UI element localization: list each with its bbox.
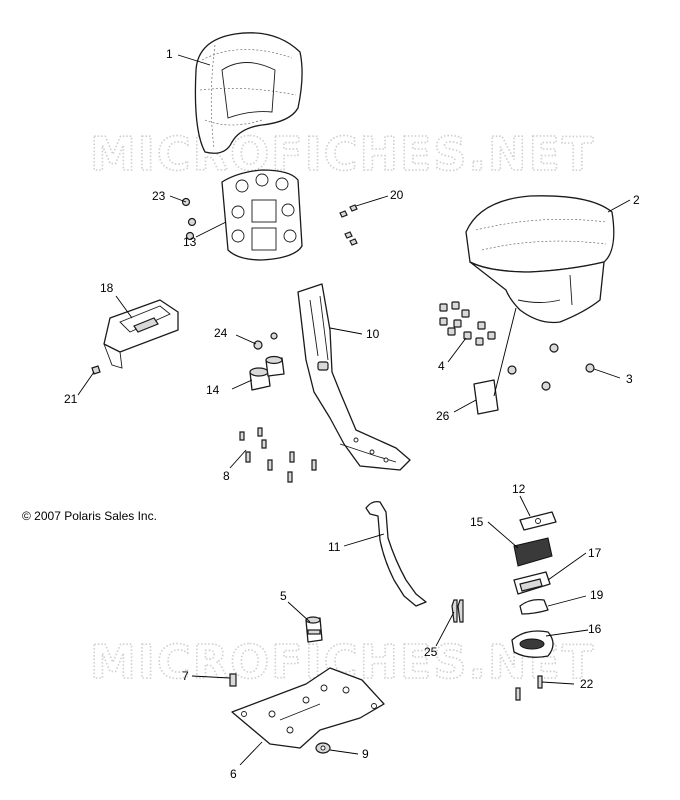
watermark-top: MICROFICHES.NET: [90, 127, 595, 181]
latch-base-16[interactable]: [511, 630, 554, 658]
callout-3: 3: [626, 372, 633, 386]
copyright-notice: © 2007 Polaris Sales Inc.: [22, 509, 157, 523]
callout-6: 6: [230, 767, 237, 781]
callout-26: 26: [436, 409, 450, 423]
callout-15: 15: [470, 515, 484, 529]
callout-7: 7: [182, 669, 189, 683]
callout-4: 4: [438, 359, 445, 373]
callout-9: 9: [362, 747, 369, 761]
screw-20-group[interactable]: [339, 204, 358, 246]
clip-19[interactable]: [519, 598, 549, 615]
callout-12: 12: [512, 482, 526, 496]
callout-23: 23: [152, 189, 166, 203]
nut-24[interactable]: [253, 332, 278, 350]
callout-22: 22: [580, 677, 594, 691]
screw-7[interactable]: [229, 673, 237, 687]
leader-lines: [77, 54, 631, 766]
callout-17: 17: [588, 546, 602, 560]
callout-16: 16: [588, 622, 602, 636]
callout-13: 13: [183, 235, 197, 249]
callout-25: 25: [424, 645, 438, 659]
screw-22-group[interactable]: [515, 675, 543, 701]
callout-19: 19: [590, 588, 604, 602]
callout-18: 18: [100, 281, 114, 295]
base-plate-6[interactable]: [231, 667, 385, 749]
callout-labels: 1 2 3 4 5 6 7 8 9 10 11 12 13 14 15 16 1…: [64, 47, 640, 781]
callout-20: 20: [390, 188, 404, 202]
callout-8: 8: [223, 469, 230, 483]
bumper-14[interactable]: [249, 355, 285, 391]
seat-frame-bracket[interactable]: [297, 283, 411, 471]
callout-24: 24: [214, 326, 228, 340]
latch-plate-12[interactable]: [519, 511, 557, 531]
bracket-18[interactable]: [103, 299, 179, 369]
nut-3-group[interactable]: [507, 343, 595, 391]
callout-2: 2: [633, 193, 640, 207]
backrest-plate[interactable]: [221, 169, 303, 261]
callout-1: 1: [166, 47, 173, 61]
nut-23-group[interactable]: [181, 197, 197, 241]
callout-11: 11: [328, 540, 341, 554]
callout-5: 5: [280, 589, 287, 603]
pin-25[interactable]: [451, 599, 464, 623]
nut-9[interactable]: [315, 742, 331, 754]
label-26[interactable]: [473, 379, 499, 415]
backrest-cushion[interactable]: [194, 32, 303, 154]
callout-21: 21: [64, 392, 78, 406]
nut-4-group[interactable]: [439, 301, 496, 346]
callout-10: 10: [366, 327, 380, 341]
seat-storage-box[interactable]: [465, 195, 615, 324]
screw-8-group[interactable]: [239, 427, 317, 483]
callout-14: 14: [206, 383, 220, 397]
latch-17[interactable]: [513, 571, 551, 595]
latch-housing-15[interactable]: [513, 537, 553, 567]
latch-rod[interactable]: [365, 500, 427, 607]
